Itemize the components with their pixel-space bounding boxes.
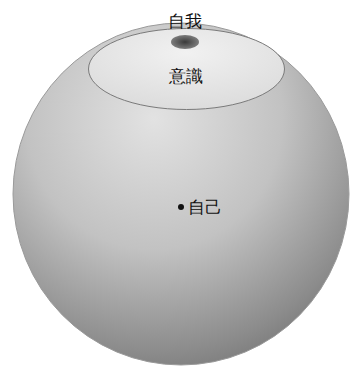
consciousness-ellipse-label: 意識 [169, 67, 203, 86]
ego-dot: 自我 [171, 35, 199, 49]
consciousness-ellipse: 意識自我 [88, 28, 285, 110]
ego-dot-label: 自我 [168, 12, 202, 31]
psyche-sphere: 自己 意識 自我 [12, 22, 350, 366]
dot-outline [171, 35, 199, 49]
psyche-sphere-label: 自己 [188, 198, 222, 217]
self-point [178, 204, 184, 210]
